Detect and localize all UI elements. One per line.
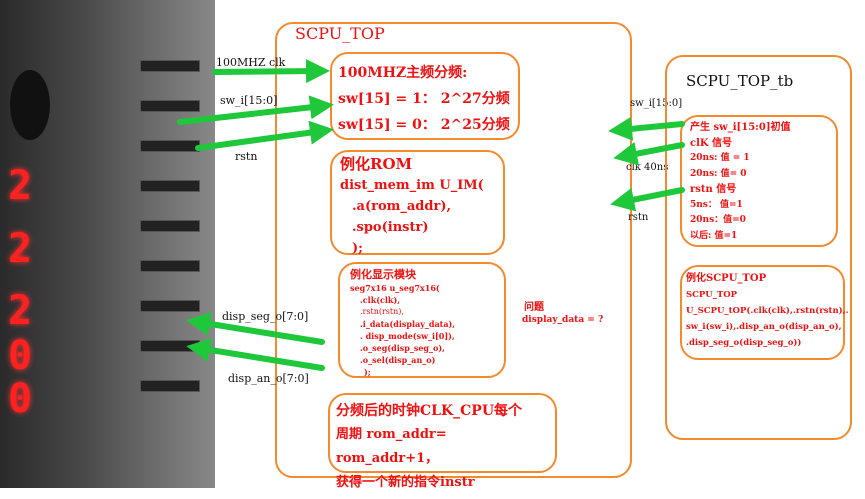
rom-title: 例化ROM <box>340 155 413 173</box>
connector <box>10 70 50 140</box>
clkdiv-line: sw[15] = 0： 2^25分频 <box>338 117 510 133</box>
note-box: 分频后的时钟CLK_CPU每个 周期 rom_addr= rom_addr+1，… <box>328 393 557 490</box>
disp-line: .o_sel(disp_an_o) <box>360 355 436 365</box>
seven-seg-digit: 0 <box>8 376 32 422</box>
seven-seg-digit: 2 <box>8 163 32 209</box>
stim-line: 5ns： 值=1 <box>690 199 743 210</box>
switch <box>140 100 200 112</box>
switch <box>140 180 200 192</box>
rom-line: ); <box>352 241 363 256</box>
tb-label-sw: sw_i[15:0] <box>630 98 683 109</box>
arrow-tb-clk <box>613 141 685 166</box>
scpu-top-tb-box <box>665 55 852 440</box>
disp-line: .clk(clk), <box>360 295 401 305</box>
disp-line: . disp_mode(sw_i[0]), <box>360 331 455 341</box>
note-line: 分频后的时钟CLK_CPU每个 <box>336 403 523 419</box>
clkdiv-title: 100MHZ主频分频: <box>338 65 468 81</box>
inst-title: 例化SCPU_TOP <box>686 273 767 284</box>
arrow-disp-seg <box>186 312 325 345</box>
clock-divider-box: 100MHZ主频分频: sw[15] = 1： 2^27分频 sw[15] = … <box>330 52 520 140</box>
note-line: 周期 rom_addr= rom_addr+1， <box>336 427 447 466</box>
stim-line: 20ns：值=0 <box>690 215 746 225</box>
arrow-tb-rstn <box>610 187 685 212</box>
disp-line: seg7x16 u_seg7x16( <box>350 283 440 293</box>
inst-line: U_SCPU_tOP(.clk(clk),.rstn(rstn),. <box>686 306 849 316</box>
arrow-sw <box>177 95 334 125</box>
stimulus-box: 产生 sw_i[15:0]初值 clK 信号 20ns: 值 = 1 20ns:… <box>680 115 838 247</box>
arrow-clk <box>212 59 330 84</box>
tb-title: SCPU_TOP_tb <box>686 72 794 90</box>
label-rstn: rstn <box>235 150 258 163</box>
disp-title: 例化显示模块 <box>350 268 416 281</box>
disp-line: .o_seg(disp_seg_o), <box>360 343 445 353</box>
seven-seg-digit: 2 <box>8 226 32 272</box>
display-module-box: 例化显示模块 seg7x16 u_seg7x16( .clk(clk), .rs… <box>338 262 506 378</box>
note-line: 获得一个新的指令instr <box>336 475 475 490</box>
rom-box: 例化ROM dist_mem_im U_IM( .a(rom_addr), .s… <box>330 150 505 256</box>
switch <box>140 300 200 312</box>
label-disp-an: disp_an_o[7:0] <box>228 372 309 385</box>
stim-line: 20ns: 值= 0 <box>690 168 747 179</box>
scpu-top-title: SCPU_TOP <box>295 24 385 43</box>
switch <box>140 260 200 272</box>
stim-line: 产生 sw_i[15:0]初值 <box>690 122 791 133</box>
rom-line: .a(rom_addr), <box>352 199 452 214</box>
tb-label-clk: clk 40ns <box>626 162 669 173</box>
disp-line: ); <box>364 367 371 377</box>
scpu-top-box <box>275 22 632 478</box>
seven-seg-digit: 0 <box>8 333 32 379</box>
stim-line: rstn 信号 <box>690 184 737 195</box>
arrow-disp-an <box>186 338 325 371</box>
label-disp-seg: disp_seg_o[7:0] <box>222 310 309 323</box>
label-sw: sw_i[15:0] <box>220 94 278 107</box>
clkdiv-line: sw[15] = 1： 2^27分频 <box>338 91 510 107</box>
switch <box>140 220 200 232</box>
disp-line: .rstn(rstn), <box>360 307 404 316</box>
rom-line: dist_mem_im U_IM( <box>340 178 484 193</box>
question-text: display_data = ? <box>522 315 604 325</box>
inst-line: SCPU_TOP <box>686 290 738 300</box>
arrow-tb-sw <box>608 116 685 141</box>
stim-line: 20ns: 值 = 1 <box>690 153 750 163</box>
question-title: 问题 <box>524 302 544 313</box>
tb-label-rstn: rstn <box>628 212 649 223</box>
inst-line: sw_i(sw_i),.disp_an_o(disp_an_o), <box>686 322 842 332</box>
disp-line: .i_data(display_data), <box>360 319 456 329</box>
fpga-board-photo: 2 2 2 0 0 <box>0 0 215 488</box>
inst-line: .disp_seg_o(disp_seg_o)) <box>686 338 802 348</box>
seven-seg-digit: 2 <box>8 288 32 334</box>
label-clk: 100MHZ clk <box>216 56 286 69</box>
rom-line: .spo(instr) <box>352 220 429 235</box>
switch <box>140 380 200 392</box>
stim-line: clK 信号 <box>690 137 733 149</box>
arrow-rstn <box>195 120 334 151</box>
stim-line: 以后: 值=1 <box>690 230 738 241</box>
instantiation-box: 例化SCPU_TOP SCPU_TOP U_SCPU_tOP(.clk(clk)… <box>680 265 849 360</box>
switch <box>140 60 200 72</box>
